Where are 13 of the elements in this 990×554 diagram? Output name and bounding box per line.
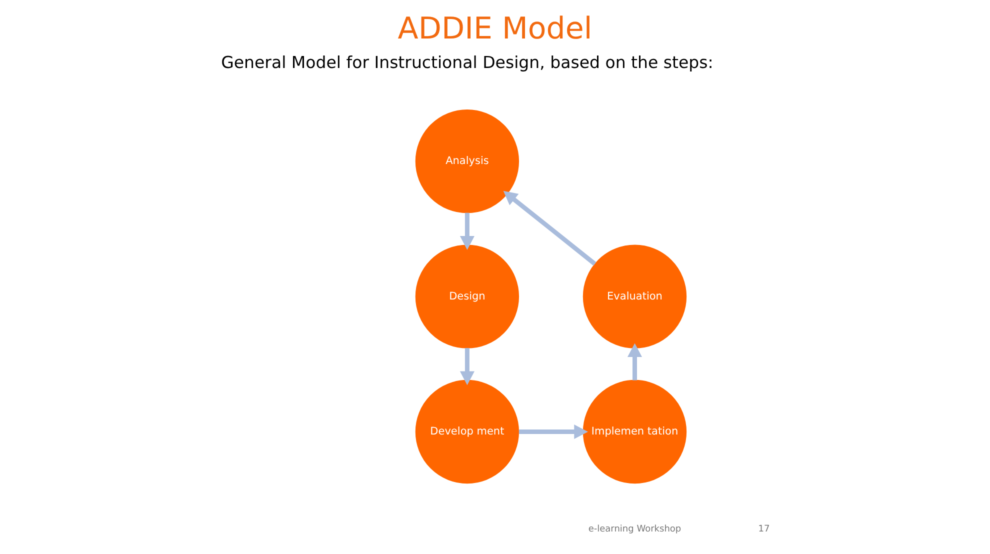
label: 17 [758, 524, 770, 534]
node-circle: Design [415, 244, 520, 348]
arrow [627, 343, 642, 380]
node-circle: Implemen tation [582, 380, 687, 484]
arrow [460, 212, 474, 250]
label: General Model for Instructional Design, based on the steps: [221, 53, 714, 72]
arrow [460, 348, 474, 386]
node-circle: Develop ment [415, 380, 520, 484]
arrow [518, 424, 588, 440]
label: e-learning Workshop [588, 524, 682, 534]
arrow [503, 190, 596, 266]
node-circle: Evaluation [582, 244, 687, 348]
diagram-title: ADDIE Model [398, 11, 592, 46]
